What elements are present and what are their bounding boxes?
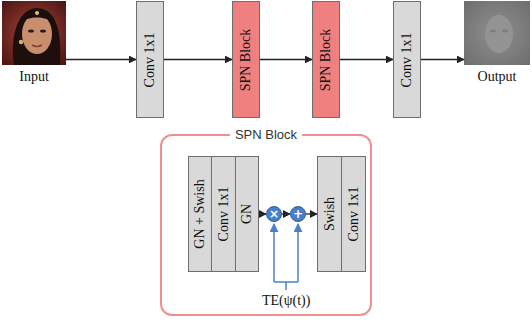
norm-act-box: GN + Swish <box>188 156 212 272</box>
embed-line <box>285 282 287 290</box>
box-label: GN + Swish <box>193 179 207 248</box>
box-label: Conv 1x1 <box>400 32 414 87</box>
flow-arrow <box>282 213 290 214</box>
conv-box: Conv 1x1 <box>211 156 236 272</box>
conv-box: Conv 1x1 <box>393 1 421 118</box>
spn-block-box: SPN Block <box>312 1 340 118</box>
embed-line <box>273 224 275 282</box>
flow-arrow <box>164 59 232 60</box>
add-op: + <box>290 206 306 222</box>
spn-block-box: SPN Block <box>232 1 260 118</box>
image-caption: Output <box>478 70 517 84</box>
flow-arrow <box>306 213 317 214</box>
operator-symbol: × <box>269 208 279 220</box>
output-image <box>464 1 530 65</box>
norm-box: GN <box>235 156 259 272</box>
multiply-op: × <box>266 206 282 222</box>
image-caption: Input <box>19 70 49 84</box>
box-label: Conv 1x1 <box>347 187 361 242</box>
activation-box: Swish <box>317 156 342 272</box>
flow-arrow <box>340 59 393 60</box>
input-photo <box>2 1 66 65</box>
time-embedding-bracket <box>274 224 298 290</box>
operator-symbol: + <box>293 208 303 220</box>
conv-box: Conv 1x1 <box>136 1 164 118</box>
embedding-label: TE(ψ(t)) <box>262 294 310 308</box>
output-image: Output <box>464 1 530 65</box>
embed-line <box>297 224 299 282</box>
flow-arrow <box>259 213 266 214</box>
flow-arrow <box>260 59 312 60</box>
box-label: Conv 1x1 <box>217 187 231 242</box>
block-title: SPN Block <box>230 127 302 143</box>
box-label: GN <box>240 204 254 224</box>
flow-arrow <box>421 59 464 60</box>
box-label: Swish <box>323 197 337 231</box>
box-label: SPN Block <box>239 28 253 91</box>
spn-block-detail: SPN BlockGN + SwishConv 1x1GN×+SwishConv… <box>160 134 372 316</box>
flow-arrow <box>66 59 136 60</box>
conv-box: Conv 1x1 <box>341 156 366 272</box>
box-label: SPN Block <box>319 28 333 91</box>
input-image: Input <box>2 1 66 65</box>
box-label: Conv 1x1 <box>143 32 157 87</box>
